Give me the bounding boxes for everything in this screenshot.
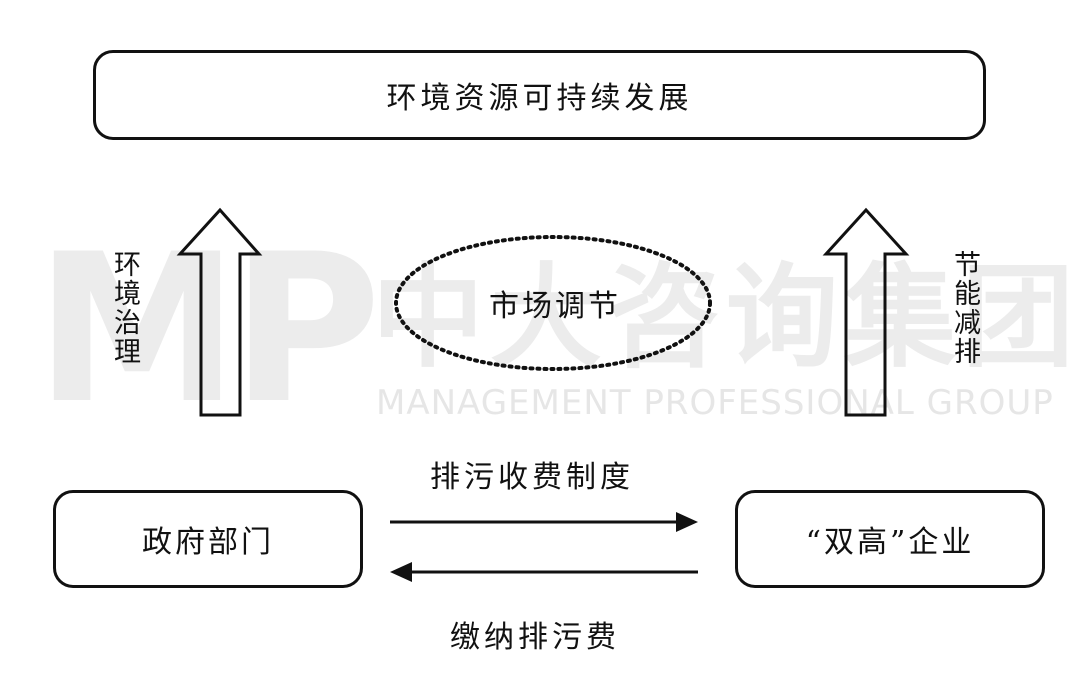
forward-arrow-head xyxy=(676,512,698,532)
backward-arrow-head xyxy=(390,562,412,582)
left-up-arrow-shape xyxy=(176,207,263,417)
pay-pollution-fee-label: 缴纳排污费 xyxy=(450,620,620,655)
sustainable-development-label: 环境资源可持续发展 xyxy=(386,81,693,116)
pollution-fee-system-label: 排污收费制度 xyxy=(430,460,634,495)
environmental-governance-label: 环境治理 xyxy=(109,250,140,366)
government-box: 政府部门 xyxy=(53,490,363,588)
enterprise-box: “双高”企业 xyxy=(735,490,1045,588)
market-regulation-ellipse xyxy=(394,235,712,371)
enterprise-label: “双高”企业 xyxy=(805,525,975,560)
energy-saving-label: 节能减排 xyxy=(949,250,980,366)
government-label: 政府部门 xyxy=(142,525,274,560)
right-up-arrow-shape xyxy=(822,207,910,417)
sustainable-development-box: 环境资源可持续发展 xyxy=(93,50,986,140)
market-regulation-label: 市场调节 xyxy=(489,289,621,324)
